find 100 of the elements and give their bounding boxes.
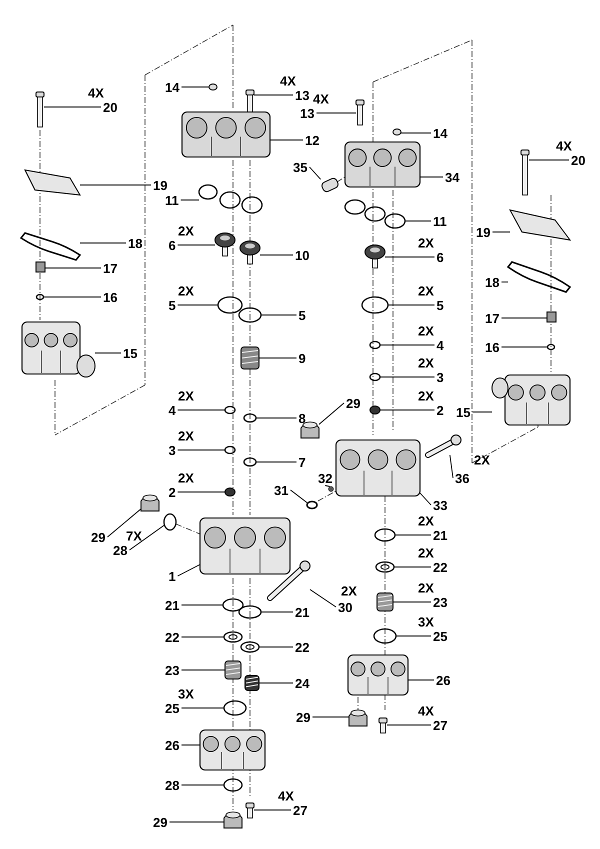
valve-cap-drawing <box>199 729 266 771</box>
leader-line <box>420 492 432 506</box>
callout-number: 18 <box>485 274 500 290</box>
callout-number: 21 <box>165 598 180 612</box>
leader-line <box>177 304 218 306</box>
o-ring-drawing <box>163 513 177 531</box>
callout-number: 31 <box>274 482 288 498</box>
bolt-drawing <box>267 560 310 601</box>
leader-line <box>312 716 350 718</box>
leader-line <box>386 724 432 726</box>
callout-number: 4 <box>436 338 444 352</box>
plug-drawing <box>224 812 242 828</box>
valve-drawing <box>214 232 236 256</box>
valve-drawing <box>364 244 386 268</box>
callout-number: 24 <box>295 676 310 690</box>
callout-number: 36 <box>455 470 470 486</box>
leader-line <box>177 564 200 576</box>
callout-number: 27 <box>293 802 308 818</box>
o-ring-drawing <box>36 294 44 300</box>
valve-cover-drawing <box>344 141 421 188</box>
leader-line <box>394 566 432 568</box>
callout-number: 6 <box>168 238 176 252</box>
quantity-label: 2X <box>178 284 194 298</box>
callout-number: 25 <box>433 628 448 644</box>
callout-number: 23 <box>433 594 448 610</box>
leader-line <box>290 490 308 504</box>
quantity-label: 4X <box>280 74 296 88</box>
leader-line <box>80 242 126 244</box>
callout-number: 12 <box>305 132 320 148</box>
cap-drawing <box>208 84 218 90</box>
callout-number: 20 <box>103 100 118 114</box>
gasket-drawing <box>507 261 571 293</box>
callout-number: 2 <box>436 402 444 418</box>
callout-number: 11 <box>433 214 447 228</box>
seat-drawing <box>224 488 236 496</box>
callout-number: 29 <box>153 814 168 830</box>
leader-line <box>181 636 224 638</box>
leader-line <box>181 744 200 746</box>
leader-line <box>420 176 444 178</box>
callout-number: 11 <box>165 192 179 208</box>
bolt-drawing <box>425 434 462 458</box>
leader-line <box>380 376 435 378</box>
o-ring-drawing <box>238 605 262 619</box>
callout-number: 17 <box>485 310 500 326</box>
o-ring-drawing <box>361 296 389 314</box>
callout-number: 14 <box>165 80 180 94</box>
cover-plate-drawing <box>509 209 572 241</box>
leader-line <box>177 244 216 246</box>
screw-drawing <box>520 150 530 196</box>
quantity-label: 4X <box>418 704 434 718</box>
plug-drawing <box>348 710 368 726</box>
callout-number: 26 <box>165 738 180 752</box>
leader-line <box>181 784 224 786</box>
cover-plate-drawing <box>24 169 81 196</box>
quantity-label: 2X <box>474 452 490 468</box>
quantity-label: 7X <box>126 528 142 544</box>
o-ring-drawing <box>546 344 556 350</box>
quantity-label: 2X <box>178 388 194 404</box>
o-ring-drawing <box>306 500 318 510</box>
washer-drawing <box>224 406 236 414</box>
gasket-drawing <box>20 232 81 261</box>
pump-manifold-drawing <box>335 439 421 497</box>
leader-line <box>404 220 432 222</box>
callout-number: 13 <box>295 88 310 102</box>
leader-line <box>254 94 294 96</box>
callout-number: 18 <box>128 236 142 250</box>
washer-drawing <box>375 561 395 573</box>
spring-drawing <box>244 675 260 691</box>
leader-line <box>449 454 454 478</box>
plug-drawing <box>300 422 320 438</box>
callout-number: 8 <box>298 410 306 426</box>
o-ring-drawing <box>374 528 396 542</box>
callout-number: 29 <box>91 530 106 544</box>
leader-line <box>181 86 210 88</box>
o-ring-drawing <box>222 598 244 612</box>
washer-drawing <box>243 413 257 423</box>
leader-line <box>181 604 224 606</box>
callout-number: 7 <box>298 454 306 470</box>
callout-number: 28 <box>113 542 128 558</box>
leader-line <box>388 304 435 306</box>
o-ring-drawing <box>223 778 243 792</box>
quantity-label: 2X <box>418 580 434 596</box>
callout-number: 25 <box>165 700 180 716</box>
leader-line <box>316 112 356 114</box>
callout-number: 17 <box>103 260 118 276</box>
callout-number: 6 <box>436 250 444 264</box>
callout-number: 3 <box>168 442 176 458</box>
quantity-label: 3X <box>178 686 194 702</box>
leader-line <box>107 508 142 538</box>
callout-number: 30 <box>338 600 352 614</box>
leader-line <box>43 296 102 298</box>
spring-drawing <box>240 346 260 370</box>
callout-number: 19 <box>153 178 168 192</box>
callout-number: 22 <box>295 640 310 654</box>
leader-line <box>324 485 330 487</box>
seal-ring-set-drawing <box>198 184 263 214</box>
quantity-label: 3X <box>418 614 434 630</box>
leader-line <box>258 646 294 648</box>
quantity-label: 2X <box>418 388 434 404</box>
leader-line <box>380 344 435 346</box>
